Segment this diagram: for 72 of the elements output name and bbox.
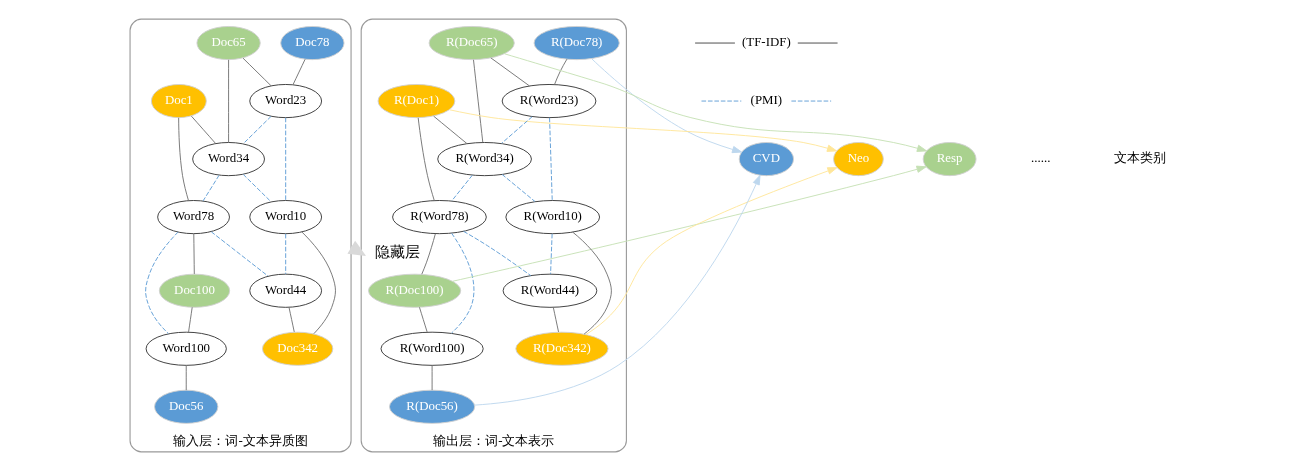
legend-label: (PMI) xyxy=(750,93,783,108)
connector xyxy=(419,306,428,333)
arrow xyxy=(503,53,928,152)
node-ellipse: Resp xyxy=(922,142,977,177)
connector xyxy=(210,231,269,277)
node-ellipse: Word100 xyxy=(145,331,227,366)
arrow xyxy=(591,58,743,154)
connector xyxy=(285,233,287,275)
connector xyxy=(145,231,179,335)
edge-label: 隐藏层 xyxy=(374,244,420,261)
node-ellipse: R(Word34) xyxy=(437,142,532,177)
connector xyxy=(572,231,612,335)
connector xyxy=(473,59,484,143)
legend-label: (TF-IDF) xyxy=(742,35,791,50)
node-ellipse: R(Doc1) xyxy=(377,84,456,119)
connector xyxy=(421,233,436,275)
connector xyxy=(550,233,553,275)
connector xyxy=(417,117,435,201)
connector xyxy=(242,57,272,87)
node-ellipse: R(Doc56) xyxy=(389,389,476,424)
node-ellipse: Word34 xyxy=(192,142,265,177)
connector xyxy=(433,115,468,145)
node-ellipse: R(Word78) xyxy=(392,200,487,235)
arrow xyxy=(474,174,761,406)
arrow xyxy=(452,165,927,282)
node-ellipse: Word44 xyxy=(249,273,323,308)
node-ellipse: Doc65 xyxy=(196,26,261,61)
connector xyxy=(552,306,559,333)
node-ellipse: R(Doc342) xyxy=(515,331,609,366)
node-ellipse: Doc1 xyxy=(150,84,207,119)
connector xyxy=(451,232,475,334)
node-ellipse: Word10 xyxy=(249,200,323,235)
node-ellipse: Word23 xyxy=(249,84,323,119)
connector xyxy=(463,230,532,277)
connector xyxy=(193,233,195,275)
connector xyxy=(301,231,336,335)
connector xyxy=(178,117,189,201)
connector xyxy=(490,57,530,87)
connector xyxy=(554,58,568,85)
node-ellipse: R(Word44) xyxy=(502,273,598,308)
node-ellipse: CVD xyxy=(738,142,794,177)
connector xyxy=(242,174,272,202)
connector xyxy=(549,117,553,201)
node-ellipse: R(Word10) xyxy=(505,200,601,235)
connector xyxy=(288,306,295,333)
connector xyxy=(228,59,230,143)
connector xyxy=(188,306,193,333)
node-ellipse: Doc78 xyxy=(280,26,345,61)
node-ellipse: Doc100 xyxy=(158,273,231,308)
label: 文本类别 xyxy=(1114,151,1167,166)
node-ellipse: R(Word100) xyxy=(380,331,484,366)
connector xyxy=(243,116,272,144)
connector xyxy=(190,115,216,144)
node-ellipse: R(Doc65) xyxy=(428,26,515,61)
connector xyxy=(285,117,287,201)
connector xyxy=(202,174,220,202)
node-ellipse: Doc342 xyxy=(262,331,334,366)
connector xyxy=(451,174,473,202)
connector xyxy=(501,174,536,202)
connector xyxy=(431,365,433,391)
connector xyxy=(185,365,187,391)
connector xyxy=(292,58,306,86)
connector xyxy=(501,116,533,144)
arrow xyxy=(448,109,838,152)
node-ellipse: Doc56 xyxy=(154,389,219,424)
node-ellipse: R(Doc100) xyxy=(368,273,462,308)
node-ellipse: Word78 xyxy=(157,200,230,235)
arrow xyxy=(585,167,838,336)
node-ellipse: Neo xyxy=(833,142,884,177)
node-ellipse: R(Doc78) xyxy=(533,26,620,61)
label: ...... xyxy=(1031,151,1051,166)
node-ellipse: R(Word23) xyxy=(501,84,597,119)
